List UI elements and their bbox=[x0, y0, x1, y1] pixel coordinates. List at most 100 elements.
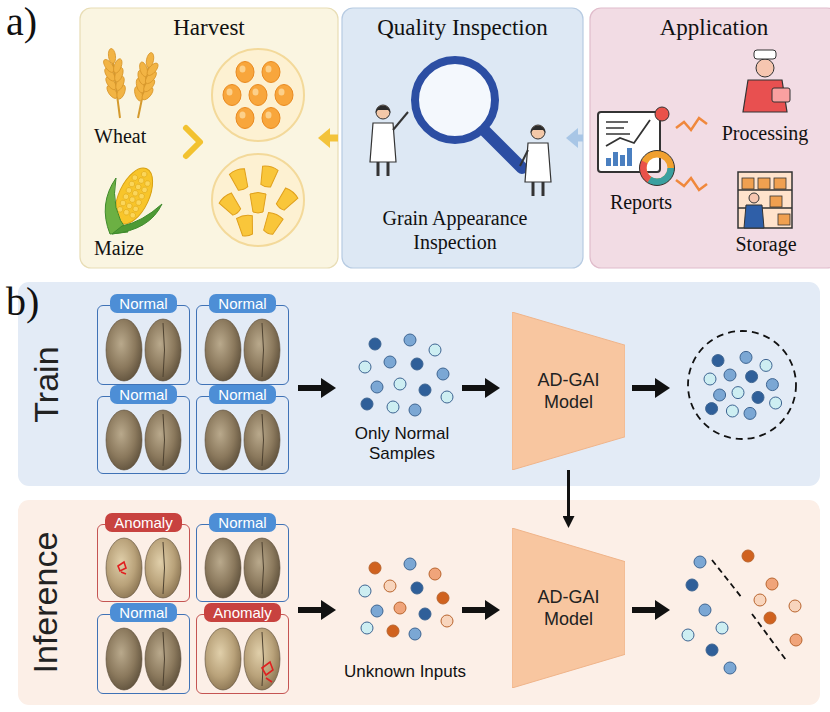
report-trend bbox=[606, 120, 650, 146]
flow-arrow bbox=[298, 607, 322, 613]
maize-kernel bbox=[137, 177, 144, 184]
feature-dot bbox=[699, 604, 711, 616]
feature-dot bbox=[764, 612, 776, 624]
maize-kernel bbox=[119, 199, 126, 206]
worker-pot bbox=[772, 88, 790, 102]
inspector-leg bbox=[377, 162, 380, 176]
feature-dot bbox=[419, 608, 431, 620]
kernel-highlight bbox=[253, 89, 259, 96]
wheat-kernel bbox=[236, 108, 254, 129]
link-zigzag bbox=[676, 178, 707, 190]
maize-kernel bbox=[132, 205, 139, 212]
kernel-highlight bbox=[266, 66, 272, 73]
maize-kernel bbox=[261, 211, 284, 236]
icon-label: Storage bbox=[720, 232, 812, 256]
feature-dot bbox=[409, 404, 421, 416]
grain-kernel bbox=[145, 538, 181, 598]
decision-line bbox=[712, 560, 742, 598]
maize-kernel bbox=[123, 209, 130, 216]
kernel-highlight bbox=[240, 66, 246, 73]
sample-frame: Anomaly bbox=[97, 524, 190, 602]
maize-kernel bbox=[132, 190, 139, 197]
grain-kernel bbox=[145, 319, 181, 381]
wheat-kernel bbox=[236, 62, 254, 83]
maize-leaf bbox=[112, 204, 162, 234]
storage-box bbox=[774, 178, 786, 189]
grain-kernel bbox=[145, 628, 181, 690]
inspection-icon bbox=[370, 60, 551, 196]
anomaly-separation bbox=[682, 550, 802, 674]
phase-title: Inference bbox=[26, 532, 65, 674]
kernel-highlight bbox=[240, 112, 246, 119]
maize-kernel bbox=[141, 186, 148, 193]
feature-dot bbox=[384, 580, 396, 592]
grain-image bbox=[205, 538, 280, 598]
maize-kernel bbox=[122, 193, 129, 200]
wheat-grain bbox=[145, 52, 155, 68]
feature-dot bbox=[724, 662, 736, 674]
grain-crease bbox=[262, 632, 264, 686]
grain-image bbox=[106, 319, 181, 381]
illustration bbox=[102, 48, 802, 690]
grain-kernel bbox=[106, 538, 142, 598]
inspector-hair bbox=[376, 106, 391, 113]
feature-dot bbox=[770, 397, 782, 409]
feature-dot bbox=[686, 579, 698, 591]
panel-ground bbox=[18, 282, 820, 486]
grain-image bbox=[205, 628, 280, 690]
maize-kernel bbox=[273, 187, 298, 213]
feature-dot bbox=[766, 578, 778, 590]
inspector-head bbox=[376, 105, 390, 119]
status-tag: Anomaly bbox=[105, 513, 181, 532]
panel-ground bbox=[342, 8, 583, 268]
status-tag: Normal bbox=[209, 294, 275, 313]
grain-image bbox=[106, 538, 181, 598]
feature-scatter bbox=[359, 558, 453, 640]
crop-label: Maize bbox=[94, 236, 174, 260]
grain-kernel bbox=[244, 538, 280, 598]
grain-image bbox=[205, 319, 280, 381]
label-slot: Storage bbox=[720, 232, 812, 256]
model-trapezoid: AD-GAI Model bbox=[512, 312, 625, 470]
feature-dot bbox=[682, 629, 694, 641]
worker-head bbox=[749, 193, 759, 203]
flow-arrowhead bbox=[655, 378, 670, 398]
maize-kernel bbox=[140, 171, 147, 178]
feature-dot bbox=[359, 361, 371, 373]
feature-dot bbox=[706, 644, 718, 656]
wheat-kernel bbox=[262, 108, 280, 129]
maize-kernel bbox=[128, 180, 135, 187]
sample-frame: Normal bbox=[97, 396, 190, 474]
maize-kernel bbox=[229, 167, 251, 192]
grain-kernel bbox=[244, 319, 280, 381]
report-bar bbox=[606, 158, 611, 166]
grain-kernel bbox=[106, 410, 142, 470]
maize-kernel bbox=[129, 196, 136, 203]
report-line bbox=[606, 127, 624, 129]
maize-kernel bbox=[131, 174, 138, 181]
panel-title: Application bbox=[590, 14, 830, 42]
grain-crease bbox=[163, 542, 165, 594]
flow-arrow bbox=[632, 378, 670, 398]
flow-arrowhead bbox=[485, 378, 500, 398]
flow-arrow bbox=[462, 600, 500, 620]
flow-chevron bbox=[186, 128, 200, 156]
sample-frame: Normal bbox=[97, 614, 190, 694]
flow-connector bbox=[567, 470, 570, 516]
maize-kernel bbox=[236, 214, 255, 237]
wheat-grain bbox=[108, 48, 117, 64]
panel-ground bbox=[590, 8, 830, 268]
feature-dot bbox=[694, 556, 706, 568]
maize-kernel bbox=[135, 199, 142, 206]
inspector-coat bbox=[370, 123, 396, 162]
feature-dot bbox=[706, 403, 718, 415]
label-slot: Unknown Inputs bbox=[325, 662, 485, 682]
flow-arrow bbox=[632, 600, 670, 620]
report-donut bbox=[643, 154, 671, 182]
wheat-kernel bbox=[249, 85, 267, 106]
feature-dot bbox=[704, 373, 716, 385]
model-label: AD-GAI Model bbox=[529, 369, 609, 414]
inspector-coat bbox=[525, 143, 551, 182]
status-tag: Normal bbox=[110, 385, 176, 404]
